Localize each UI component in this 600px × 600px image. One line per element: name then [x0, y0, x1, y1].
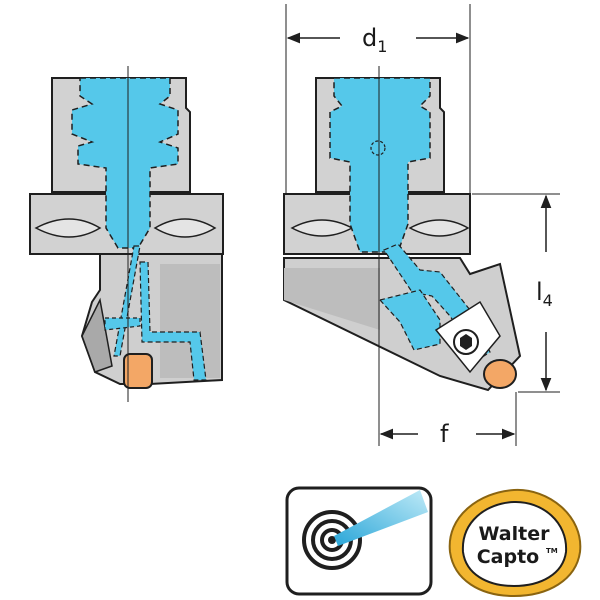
- side-view-insert: [123, 353, 153, 389]
- walter-capto-logo: Walter Capto TM: [448, 488, 582, 598]
- logo-line2: Capto: [477, 546, 540, 568]
- dim-f-label: f: [440, 420, 449, 448]
- dimension-l4: l4: [472, 193, 560, 393]
- side-view: [29, 66, 224, 402]
- dim-d1-label: d1: [362, 24, 387, 56]
- front-view-insert: [483, 359, 517, 389]
- dimension-f: f: [378, 392, 517, 448]
- logo-line1: Walter: [479, 523, 551, 545]
- coolant-target-icon: [285, 486, 433, 596]
- logo-tm: TM: [546, 547, 558, 555]
- dimension-d1: d1: [285, 4, 471, 194]
- front-view: [283, 66, 522, 400]
- dim-l4-label: l4: [536, 278, 553, 310]
- front-view-coolant-channel: [329, 77, 431, 253]
